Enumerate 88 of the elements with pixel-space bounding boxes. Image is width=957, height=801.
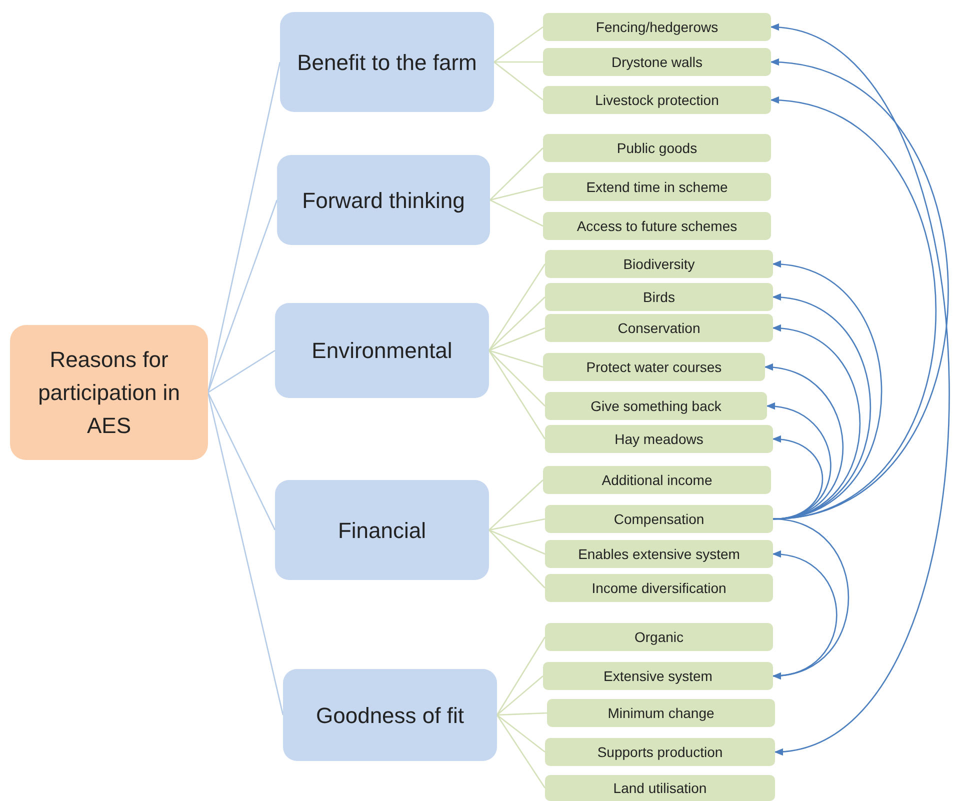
node-label: Give something back [590, 398, 722, 414]
connector-line [496, 714, 546, 753]
curved-arrow [772, 551, 838, 677]
node-label: Fencing/hedgerows [596, 19, 718, 35]
item-box [545, 314, 773, 342]
item-box [545, 574, 773, 602]
item-box [545, 738, 775, 766]
item-box [545, 425, 773, 453]
node-label: Enables extensive system [578, 546, 740, 562]
item-box [543, 662, 773, 690]
item-box [545, 540, 773, 568]
connector-line [494, 61, 544, 101]
node-label: Reasons for participation in AES [37, 346, 181, 440]
item-box [545, 283, 773, 311]
category-box [280, 12, 494, 112]
connector-line [490, 199, 544, 227]
curved-arrow [772, 326, 860, 520]
node-label: Compensation [614, 511, 704, 527]
node-label: Public goods [616, 140, 698, 156]
node-label: Minimum change [608, 705, 714, 721]
node-label: Extensive system [604, 668, 712, 684]
category-box [277, 155, 490, 245]
node-label: Livestock protection [595, 92, 719, 108]
node-label: Hay meadows [614, 431, 704, 447]
item-box [545, 392, 767, 420]
curved-arrow [764, 364, 844, 520]
item-box [545, 250, 773, 278]
curved-arrow [770, 26, 950, 754]
node-label: Drystone walls [611, 54, 703, 70]
item-box [543, 173, 771, 201]
connector-line [488, 264, 546, 351]
node-label: Access to future schemes [576, 218, 738, 234]
item-box [547, 699, 775, 727]
category-box [275, 303, 489, 398]
node-label: Organic [634, 629, 684, 645]
item-box [545, 775, 775, 801]
connector-line [488, 296, 546, 351]
connector-line [496, 636, 546, 716]
item-box [543, 353, 765, 381]
connector-line [488, 350, 544, 368]
connector-line [207, 392, 284, 716]
node-label: Protect water courses [586, 359, 722, 375]
node-label: Extend time in scheme [586, 179, 728, 195]
connector-line [207, 392, 276, 530]
item-box [543, 48, 771, 76]
connector-line [490, 148, 544, 200]
node-label: Conservation [618, 320, 700, 336]
connector-line [488, 480, 544, 530]
connector-line [490, 186, 544, 201]
node-label: Land utilisation [613, 780, 707, 796]
curved-arrow [766, 403, 832, 520]
connector-line [496, 714, 546, 788]
connector-line [488, 350, 546, 406]
connector-line [494, 26, 544, 63]
connector-line [488, 327, 546, 352]
connector-line [207, 200, 278, 393]
item-box [545, 623, 773, 651]
node-label: Forward thinking [302, 186, 465, 215]
item-box [543, 212, 771, 240]
item-box [543, 134, 771, 162]
node-label: Benefit to the farm [297, 48, 477, 76]
node-label: Goodness of fit [316, 702, 464, 730]
category-box [283, 669, 497, 761]
category-box [275, 480, 489, 580]
node-label: Supports production [597, 744, 723, 760]
connector-line [496, 712, 548, 716]
connector-line [496, 676, 544, 716]
root-box [10, 325, 208, 460]
item-box [545, 505, 773, 533]
node-label: Biodiversity [623, 256, 695, 272]
curved-arrow [772, 436, 824, 520]
node-label: Income diversification [592, 580, 726, 596]
curved-arrow [772, 518, 849, 679]
connector-line [488, 530, 546, 588]
item-box [543, 86, 771, 114]
connector-line [488, 350, 546, 440]
node-label: Financial [338, 516, 426, 544]
connector-line [494, 61, 543, 63]
node-label: Environmental [312, 337, 452, 365]
node-label: Additional income [602, 472, 712, 488]
connector-line [488, 518, 546, 531]
connector-line [208, 350, 276, 394]
curved-arrow [772, 294, 871, 520]
connector-line [488, 529, 546, 555]
item-box [543, 466, 771, 494]
node-label: Birds [643, 289, 675, 305]
curved-arrow [772, 262, 882, 520]
item-box [543, 13, 771, 41]
